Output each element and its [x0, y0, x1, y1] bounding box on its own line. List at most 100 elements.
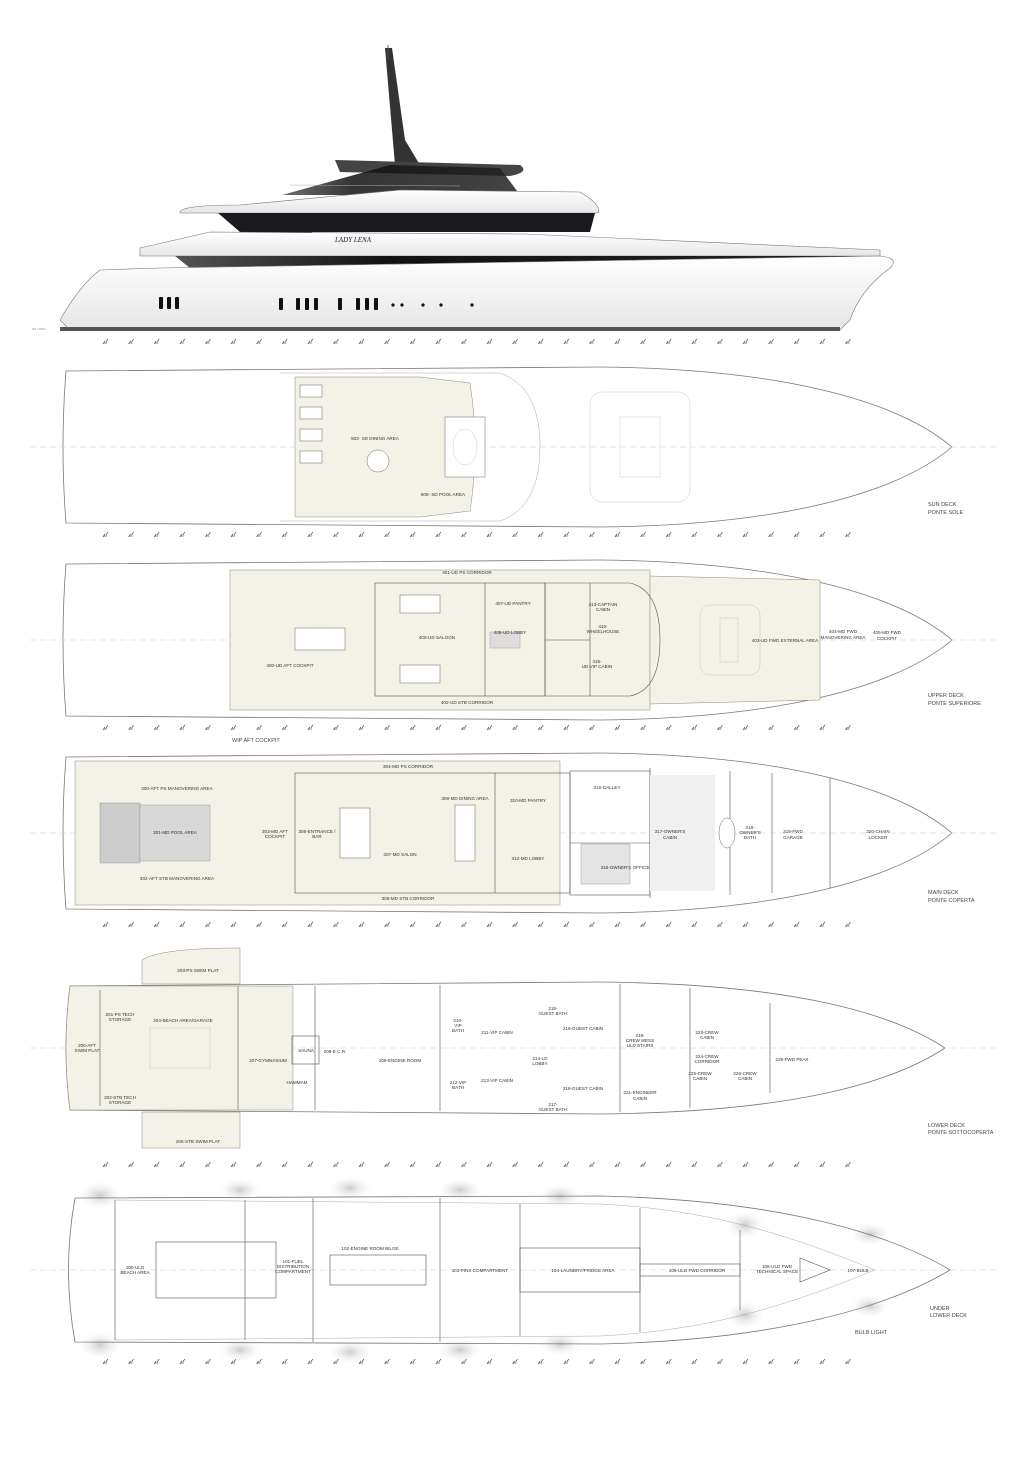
frame-marker — [256, 921, 262, 928]
flybridge — [179, 189, 599, 214]
frame-marker — [358, 531, 365, 538]
room-label: ULD STAIRS — [627, 1043, 654, 1048]
room-label: SAUNA — [298, 1048, 315, 1053]
frame-marker — [589, 1358, 595, 1365]
room-label: 401-UD PS CORRIDOR — [442, 570, 492, 575]
room-label: STORAGE — [109, 1017, 131, 1022]
frame-marker — [230, 531, 237, 538]
room-label: 203-PS SWIM PLAT — [177, 968, 219, 973]
room-label: 406-UD SALOON — [419, 635, 455, 640]
frame-marker — [614, 1358, 621, 1365]
frame-marker — [384, 338, 390, 345]
room-label: 106-ULD FWD — [762, 1264, 793, 1269]
frame-marker — [435, 724, 442, 731]
frame-marker — [358, 921, 365, 928]
frame-marker — [742, 1161, 749, 1168]
room-label: 211-VIP CABIN — [481, 1030, 513, 1035]
frame-marker — [358, 724, 365, 731]
room-label: 202-STB TECH — [104, 1095, 136, 1100]
frame-marker — [409, 921, 416, 928]
frame-marker — [665, 724, 672, 731]
portholes — [159, 297, 474, 310]
frame-marker — [614, 338, 621, 345]
room-label: 219- — [635, 1033, 645, 1038]
room-label: 204-BEACH AREA/GARAGE — [153, 1018, 213, 1023]
room-label: 218-GUEST CABIN — [563, 1086, 603, 1091]
frame-marker — [742, 921, 749, 928]
deck-name-2: LOWER DECK — [930, 1313, 967, 1319]
frame-marker — [691, 724, 698, 731]
room-label: HAMMAM — [287, 1080, 308, 1085]
frame-marker — [281, 1161, 288, 1168]
room-label: 226-CREW — [733, 1071, 757, 1076]
room-label: 224-CREW — [695, 1054, 719, 1059]
room-label: 310-MD PANTRY — [510, 798, 546, 803]
room-label: STORAGE — [109, 1100, 131, 1105]
frame-marker — [793, 724, 800, 731]
frame-marker — [845, 531, 851, 538]
frame-marker — [819, 338, 826, 345]
frame-marker — [230, 921, 237, 928]
room-label: 107-BULB — [847, 1268, 868, 1273]
main-deck-plan: 300-AFT PS MANOVERING AREA 301-MD POOL A… — [30, 752, 1000, 914]
frame-marker — [819, 531, 826, 538]
frame-marker — [665, 1358, 672, 1365]
note-label: WIP AFT COCKPIT — [232, 738, 280, 744]
frame-marker — [256, 1358, 262, 1365]
frame-marker — [589, 531, 595, 538]
room-label: 407-UD PANTRY — [495, 601, 530, 606]
frame-marker — [435, 338, 442, 345]
frame-marker — [845, 338, 851, 345]
room-label: 315-GALLEY — [593, 785, 620, 790]
frame-marker — [409, 1161, 416, 1168]
frame-marker — [665, 338, 672, 345]
room-label: 502- SD DINING AREA — [351, 436, 400, 441]
aft-dining-table — [294, 627, 346, 651]
frame-marker — [768, 531, 774, 538]
frame-marker — [179, 1161, 186, 1168]
frame-marker — [281, 338, 288, 345]
sun-deck-plan: 502- SD DINING AREA 505- SD POOL AREA SU… — [30, 366, 1000, 528]
room-label: 205-STB SWIM PLAT — [176, 1139, 221, 1144]
frame-marker — [717, 724, 723, 731]
frame-marker — [563, 724, 570, 731]
frame-marker — [256, 1161, 262, 1168]
room-label: 410- — [598, 624, 608, 629]
frame-marker — [589, 1161, 595, 1168]
room-label: 402-UD STB CORRIDOR — [441, 700, 494, 705]
frame-marker — [793, 1358, 800, 1365]
room-label: SWIM PLAT — [75, 1048, 100, 1053]
room-label: 302-AFT STB MANOVERING AREA — [140, 876, 215, 881]
room-label: TECHNICAL SPACE — [756, 1269, 798, 1274]
room-label: GARAGE — [783, 835, 803, 840]
frame-marker — [512, 724, 518, 731]
frame-marker — [435, 1358, 442, 1365]
room-label: 223-CREW — [695, 1030, 719, 1035]
frame-marker — [384, 921, 390, 928]
frame-marker — [793, 921, 800, 928]
frame-marker — [128, 531, 134, 538]
room-label: 318- — [745, 825, 755, 830]
frame-marker — [128, 921, 134, 928]
frame-marker — [179, 531, 186, 538]
frame-marker — [205, 724, 211, 731]
frame-marker — [537, 531, 544, 538]
room-label: 316-OWNER'S OFFICE — [601, 865, 650, 870]
frame-marker — [333, 1161, 339, 1168]
room-label: 312-MD LOBBY — [512, 856, 545, 861]
frame-marker — [307, 531, 314, 538]
frame-marker — [409, 1358, 416, 1365]
room-label: 102-ENGINE ROOM BILGE — [341, 1246, 398, 1251]
room-label: LOCKER — [869, 835, 889, 840]
room-label: CORRIDOR — [694, 1059, 720, 1064]
frame-marker — [281, 921, 288, 928]
waterline-note: WL / DWL — [32, 327, 46, 331]
frame-marker — [717, 1161, 723, 1168]
frame-marker — [640, 338, 646, 345]
room-label: 405-MD FWD — [873, 630, 902, 635]
frame-marker — [333, 724, 339, 731]
frame-marker — [102, 724, 109, 731]
frame-marker — [563, 1358, 570, 1365]
frame-marker — [819, 1161, 826, 1168]
frame-marker — [153, 724, 160, 731]
